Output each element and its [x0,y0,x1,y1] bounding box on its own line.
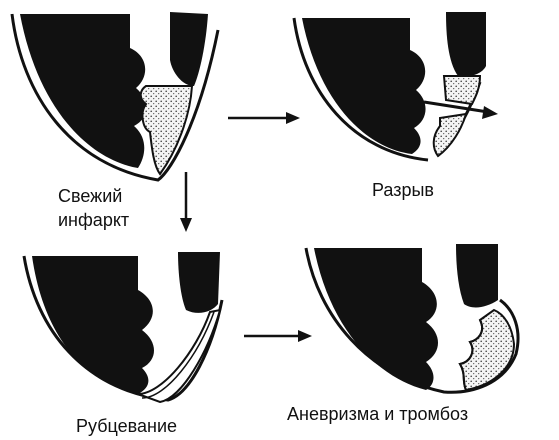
right-myocardium [456,244,498,307]
infarct-zone-upper [444,76,480,104]
infarct-zone-lower [434,114,466,156]
arrow-to-rupture [228,112,300,124]
left-myocardium [20,14,146,168]
label-fresh-infarct-line2: инфаркт [58,210,129,230]
left-myocardium [32,256,154,394]
right-myocardium [170,12,208,86]
label-scarring: Рубцевание [76,416,177,436]
left-myocardium [314,248,438,390]
infarct-zone [141,86,192,174]
right-myocardium [178,252,220,313]
panel-fresh-infarct [12,12,218,180]
panel-scarring [24,252,222,402]
arrow-to-scarring [180,172,192,232]
panel-aneurysm [306,244,518,392]
label-rupture: Разрыв [372,180,434,200]
label-fresh-infarct-line1: Свежий [58,186,122,206]
label-aneurysm: Аневризма и тромбоз [287,404,468,424]
arrow-to-aneurysm [244,330,312,342]
panel-rupture [294,12,486,160]
right-myocardium [446,12,486,77]
aneurysm-sac [460,310,514,390]
left-myocardium [302,18,426,154]
